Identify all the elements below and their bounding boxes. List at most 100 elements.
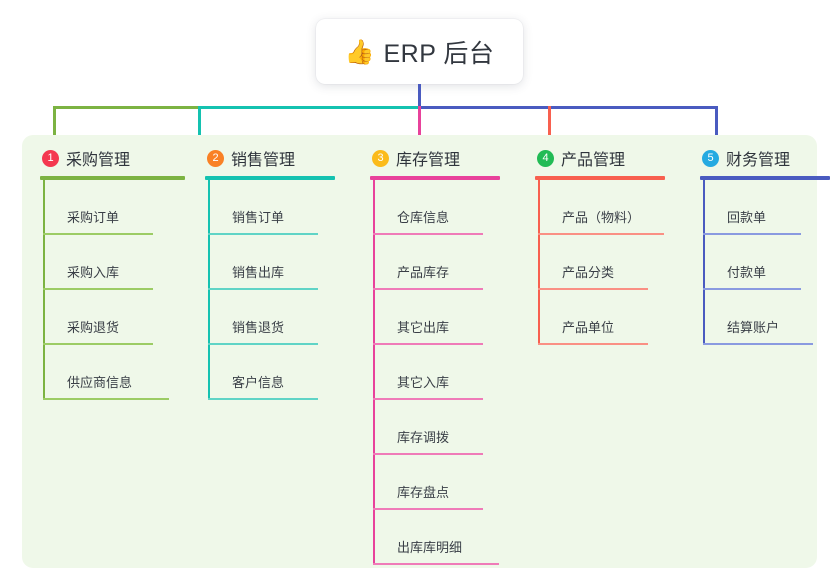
leaf-label: 库存盘点 bbox=[397, 485, 450, 500]
branch-header-rule bbox=[205, 176, 335, 180]
leaf-node[interactable]: 出库库明细 bbox=[370, 510, 500, 565]
leaf-label: 产品分类 bbox=[562, 265, 615, 280]
leaf-node[interactable]: 产品（物料） bbox=[535, 180, 665, 235]
branch-title: 产品管理 bbox=[561, 152, 626, 169]
branch-header-rule bbox=[535, 176, 665, 180]
branch-header-rule bbox=[40, 176, 185, 180]
branch-index-badge: 5 bbox=[702, 149, 719, 167]
bus-connector-green bbox=[53, 106, 201, 109]
leaf-node[interactable]: 供应商信息 bbox=[40, 345, 185, 400]
leaf-label: 其它出库 bbox=[397, 320, 450, 335]
leaf-label: 付款单 bbox=[727, 265, 767, 280]
root-node-title: ERP 后台 bbox=[383, 39, 495, 68]
leaf-rule bbox=[373, 233, 483, 235]
leaf-node[interactable]: 产品分类 bbox=[535, 235, 665, 290]
branch-body: 销售订单销售出库销售退货客户信息 bbox=[205, 180, 335, 400]
drop-connector-col5 bbox=[715, 106, 718, 137]
leaf-rule bbox=[703, 288, 801, 290]
drop-connector-col3 bbox=[418, 106, 421, 137]
branch-column-4: 4 产品管理产品（物料） 产品分类产品单位 bbox=[535, 145, 665, 345]
leaf-label: 产品（物料） bbox=[562, 210, 641, 225]
branch-body: 仓库信息产品库存其它出库其它入库库存调拨库存盘点出库库明细 bbox=[370, 180, 500, 565]
branch-stem bbox=[43, 180, 45, 400]
branch-header-2[interactable]: 2 销售管理 bbox=[205, 145, 335, 171]
leaf-node[interactable]: 其它出库 bbox=[370, 290, 500, 345]
leaf-label: 采购退货 bbox=[67, 320, 120, 335]
leaf-node[interactable]: 客户信息 bbox=[205, 345, 335, 400]
leaf-node[interactable]: 采购退货 bbox=[40, 290, 185, 345]
leaf-rule bbox=[208, 233, 318, 235]
bus-connector-teal bbox=[199, 106, 420, 109]
leaf-node[interactable]: 付款单 bbox=[700, 235, 830, 290]
leaf-label: 库存调拨 bbox=[397, 430, 450, 445]
leaf-node[interactable]: 销售退货 bbox=[205, 290, 335, 345]
branch-stem bbox=[373, 180, 375, 565]
leaf-rule bbox=[373, 343, 483, 345]
branch-body: 回款单付款单结算账户 bbox=[700, 180, 830, 345]
branch-index-badge: 2 bbox=[207, 149, 224, 167]
drop-connector-col4 bbox=[548, 106, 551, 137]
branch-title: 财务管理 bbox=[726, 152, 791, 169]
leaf-rule bbox=[208, 343, 318, 345]
leaf-node[interactable]: 结算账户 bbox=[700, 290, 830, 345]
branch-column-5: 5 财务管理回款单付款单结算账户 bbox=[700, 145, 830, 345]
leaf-label: 产品库存 bbox=[397, 265, 450, 280]
drop-connector-col2 bbox=[198, 106, 201, 137]
leaf-rule bbox=[43, 233, 153, 235]
branch-header-4[interactable]: 4 产品管理 bbox=[535, 145, 665, 171]
leaf-node[interactable]: 仓库信息 bbox=[370, 180, 500, 235]
leaf-node[interactable]: 库存盘点 bbox=[370, 455, 500, 510]
leaf-rule bbox=[373, 288, 483, 290]
leaf-label: 结算账户 bbox=[727, 320, 780, 335]
leaf-rule bbox=[538, 288, 648, 290]
leaf-node[interactable]: 其它入库 bbox=[370, 345, 500, 400]
root-node-card[interactable]: 👍 ERP 后台 bbox=[316, 19, 523, 84]
thumbs-up-icon: 👍 bbox=[344, 37, 375, 66]
leaf-node[interactable]: 回款单 bbox=[700, 180, 830, 235]
branch-title: 销售管理 bbox=[231, 152, 296, 169]
leaf-label: 采购入库 bbox=[67, 265, 120, 280]
leaf-node[interactable]: 采购订单 bbox=[40, 180, 185, 235]
leaf-rule bbox=[538, 233, 664, 235]
branch-header-5[interactable]: 5 财务管理 bbox=[700, 145, 830, 171]
branch-stem bbox=[703, 180, 705, 345]
root-node-content: 👍 ERP 后台 bbox=[345, 34, 495, 70]
leaf-label: 仓库信息 bbox=[397, 210, 450, 225]
leaf-node[interactable]: 库存调拨 bbox=[370, 400, 500, 455]
branch-header-rule bbox=[700, 176, 830, 180]
leaf-rule bbox=[373, 398, 483, 400]
leaf-node[interactable]: 销售出库 bbox=[205, 235, 335, 290]
trunk-connector-vertical bbox=[418, 84, 421, 108]
leaf-label: 回款单 bbox=[727, 210, 767, 225]
leaf-rule bbox=[43, 343, 153, 345]
branch-title: 库存管理 bbox=[396, 152, 461, 169]
leaf-label: 销售退货 bbox=[232, 320, 285, 335]
leaf-rule bbox=[538, 343, 648, 345]
leaf-label: 其它入库 bbox=[397, 375, 450, 390]
leaf-rule bbox=[43, 398, 169, 400]
leaf-node[interactable]: 销售订单 bbox=[205, 180, 335, 235]
leaf-rule bbox=[208, 288, 318, 290]
leaf-rule bbox=[703, 343, 813, 345]
leaf-node[interactable]: 产品库存 bbox=[370, 235, 500, 290]
branch-stem bbox=[208, 180, 210, 400]
branch-body: 采购订单采购入库采购退货供应商信息 bbox=[40, 180, 185, 400]
branch-index-badge: 4 bbox=[537, 149, 554, 167]
leaf-label: 销售出库 bbox=[232, 265, 285, 280]
leaf-node[interactable]: 产品单位 bbox=[535, 290, 665, 345]
drop-connector-col1 bbox=[53, 106, 56, 137]
leaf-rule bbox=[373, 508, 483, 510]
leaf-label: 出库库明细 bbox=[397, 540, 463, 555]
leaf-rule bbox=[373, 453, 483, 455]
branch-column-2: 2 销售管理销售订单销售出库销售退货客户信息 bbox=[205, 145, 335, 400]
branch-header-rule bbox=[370, 176, 500, 180]
leaf-rule bbox=[373, 563, 499, 565]
leaf-node[interactable]: 采购入库 bbox=[40, 235, 185, 290]
leaf-rule bbox=[208, 398, 318, 400]
leaf-rule bbox=[43, 288, 153, 290]
leaf-label: 供应商信息 bbox=[67, 375, 133, 390]
